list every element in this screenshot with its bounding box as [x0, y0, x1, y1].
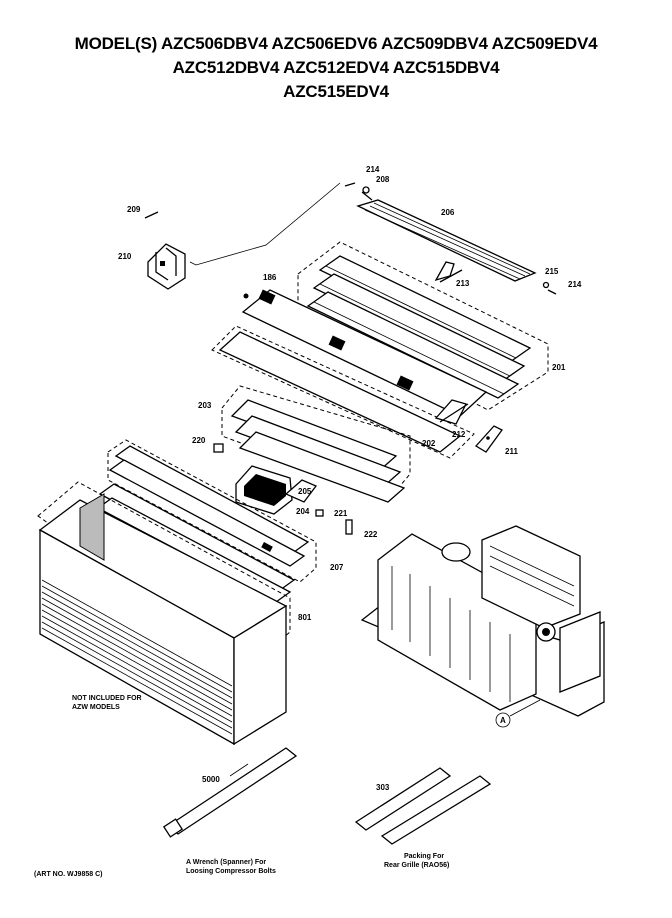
label-212: 212	[452, 430, 466, 439]
label-209: 209	[127, 205, 141, 214]
bracket-210	[144, 211, 186, 290]
notes: NOT INCLUDED FOR AZW MODELS A Wrench (Sp…	[34, 695, 449, 878]
art-number: (ART NO. WJ9858 C)	[34, 871, 102, 878]
chassis-unit	[360, 525, 605, 717]
note-not-included-2: AZW MODELS	[72, 704, 120, 711]
label-211: 211	[505, 447, 518, 456]
note-packing-1: Packing For	[404, 853, 444, 860]
note-wrench-1: A Wrench (Spanner) For	[186, 859, 266, 866]
note-packing-2: Rear Grille (RAO56)	[384, 862, 449, 869]
label-205: 205	[298, 487, 312, 496]
label-214b: 214	[568, 280, 582, 289]
model-list-line-2: AZC512DBV4 AZC512EDV4 AZC515DBV4	[172, 58, 500, 77]
label-303: 303	[376, 783, 390, 792]
bracket-212	[434, 399, 469, 425]
front-rail-207	[96, 439, 317, 603]
label-208a: 208	[376, 175, 390, 184]
label-210: 210	[118, 252, 132, 261]
callout-circle-A	[495, 712, 511, 728]
grille-louvers	[41, 579, 233, 735]
label-203: 203	[198, 401, 212, 410]
label-202: 202	[422, 439, 436, 448]
label-220: 220	[192, 436, 206, 445]
label-207: 207	[330, 563, 344, 572]
bracket-211	[474, 425, 503, 453]
packing-strips-303	[354, 767, 492, 845]
label-801: 801	[298, 613, 312, 622]
note-wrench-2: Loosing Compressor Bolts	[186, 868, 276, 875]
label-201: 201	[552, 363, 566, 372]
support-213	[434, 261, 463, 283]
top-rail-assembly	[344, 182, 557, 295]
label-221: 221	[334, 509, 348, 518]
label-204: 204	[296, 507, 310, 516]
wrench-5000	[162, 747, 298, 838]
small-parts-220-222	[213, 443, 353, 535]
note-not-included-1: NOT INCLUDED FOR	[72, 695, 142, 702]
label-A: A	[500, 716, 506, 725]
model-list-line-1: MODEL(S) AZC506DBV4 AZC506EDV6 AZC509DBV…	[74, 34, 598, 53]
label-213: 213	[456, 279, 470, 288]
tray-186	[211, 289, 488, 459]
label-5000: 5000	[202, 775, 220, 784]
label-215: 215	[545, 267, 559, 276]
front-cover-801	[37, 481, 291, 746]
label-206: 206	[441, 208, 455, 217]
label-214a: 214	[366, 165, 380, 174]
part-number-labels: 214 208 209 206 210 213 215 214 186 201 …	[118, 165, 582, 792]
model-list-line-3: AZC515EDV4	[283, 82, 389, 101]
label-222: 222	[364, 530, 378, 539]
frame-assembly-202	[221, 385, 411, 503]
label-186: 186	[263, 273, 277, 282]
